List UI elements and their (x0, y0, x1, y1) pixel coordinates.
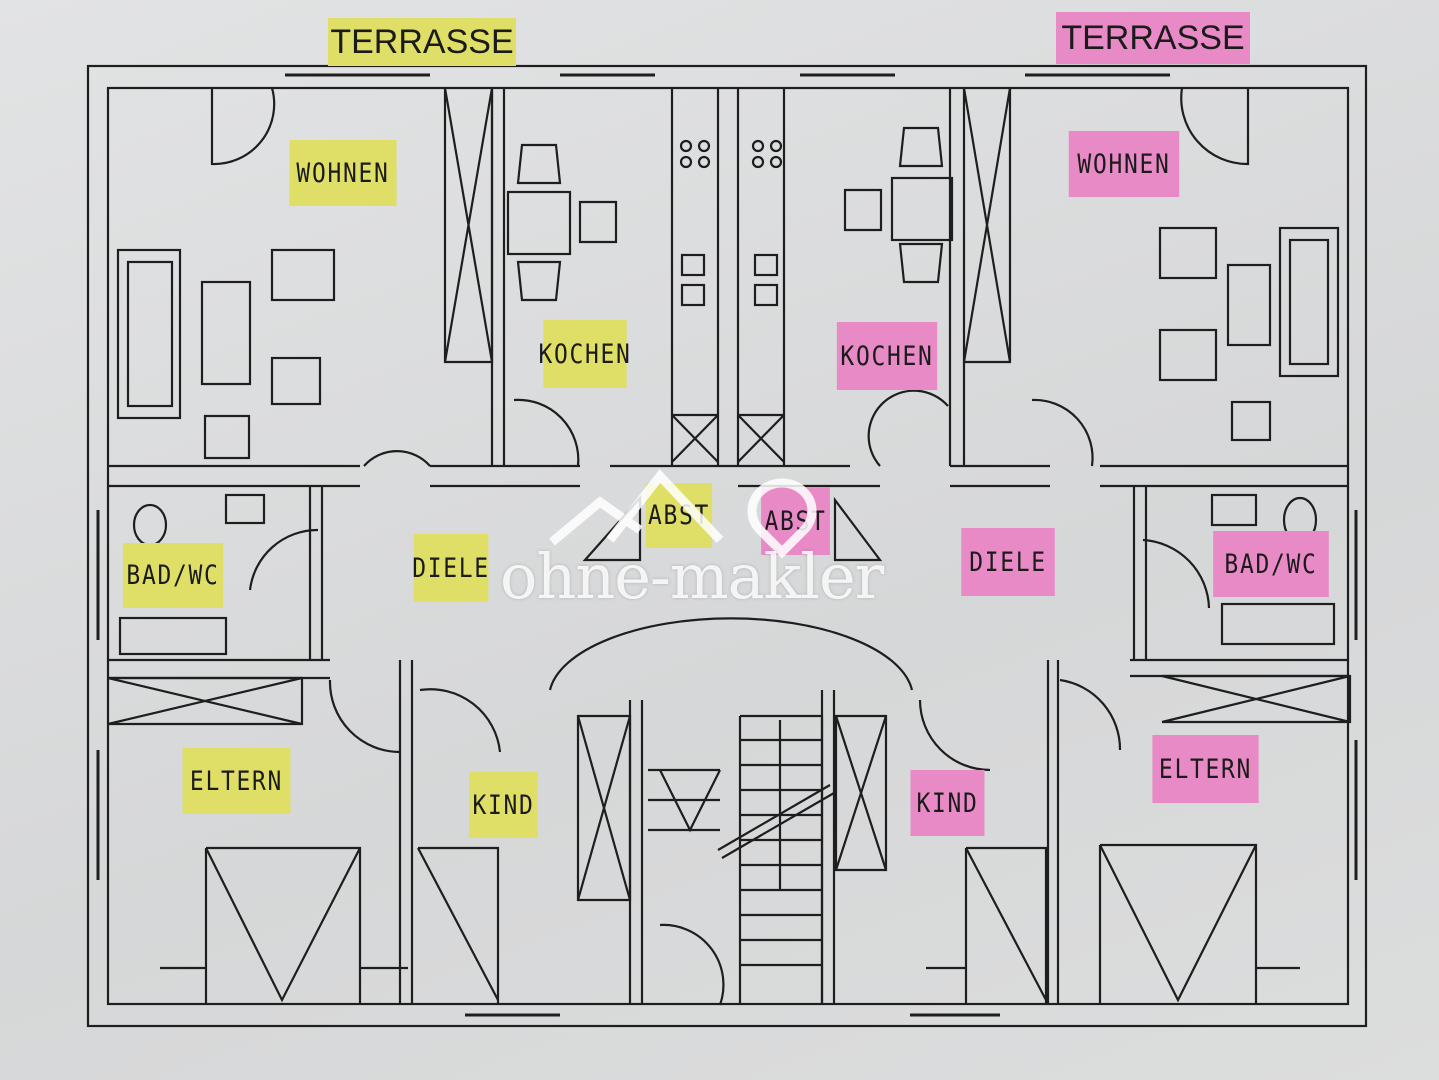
label-kind-right: KIND (910, 770, 985, 836)
label-eltern-left: ELTERN (182, 748, 291, 814)
dining-table-right (843, 126, 954, 284)
windows (96, 73, 1358, 1017)
label-terrasse-left: TERRASSE (328, 18, 516, 66)
staircase (648, 714, 835, 1004)
wall-wohnen-kochen-right (948, 88, 966, 466)
label-wohnen-right: WOHNEN (1068, 131, 1180, 197)
dining-table-left (506, 143, 618, 302)
party-wall (716, 88, 740, 468)
counter-right (737, 88, 786, 466)
wardrobe-right (962, 87, 1012, 364)
label-terrasse-right: TERRASSE (1056, 12, 1250, 64)
label-kochen-left: KOCHEN (538, 320, 630, 388)
living-furniture-left (116, 248, 336, 460)
label-bad-left: BAD/WC (122, 543, 224, 608)
door-swings (210, 87, 1250, 1006)
label-bad-right: BAD/WC (1213, 531, 1329, 597)
wardrobe-eltern-right (1161, 674, 1352, 724)
outer-wall-outer (86, 64, 1368, 1028)
watermark: ohne-makler (500, 540, 884, 613)
wardrobe-kind-right (834, 714, 888, 872)
label-diele-right: DIELE (961, 528, 1055, 596)
counter-left (670, 88, 719, 466)
wardrobe-kind-left (576, 714, 632, 902)
outer-wall-inner (106, 86, 1350, 1006)
label-eltern-right: ELTERN (1152, 735, 1259, 803)
label-diele-left: DIELE (412, 534, 489, 602)
wall-wohnen-kochen-left (490, 88, 506, 466)
living-furniture-right (1158, 226, 1340, 442)
stove-icons (679, 139, 783, 307)
label-wohnen-left: WOHNEN (289, 140, 397, 206)
wardrobe-eltern-left (107, 676, 304, 726)
label-kind-left: KIND (469, 772, 538, 838)
label-kochen-right: KOCHEN (836, 322, 938, 390)
beds (160, 843, 1300, 1004)
